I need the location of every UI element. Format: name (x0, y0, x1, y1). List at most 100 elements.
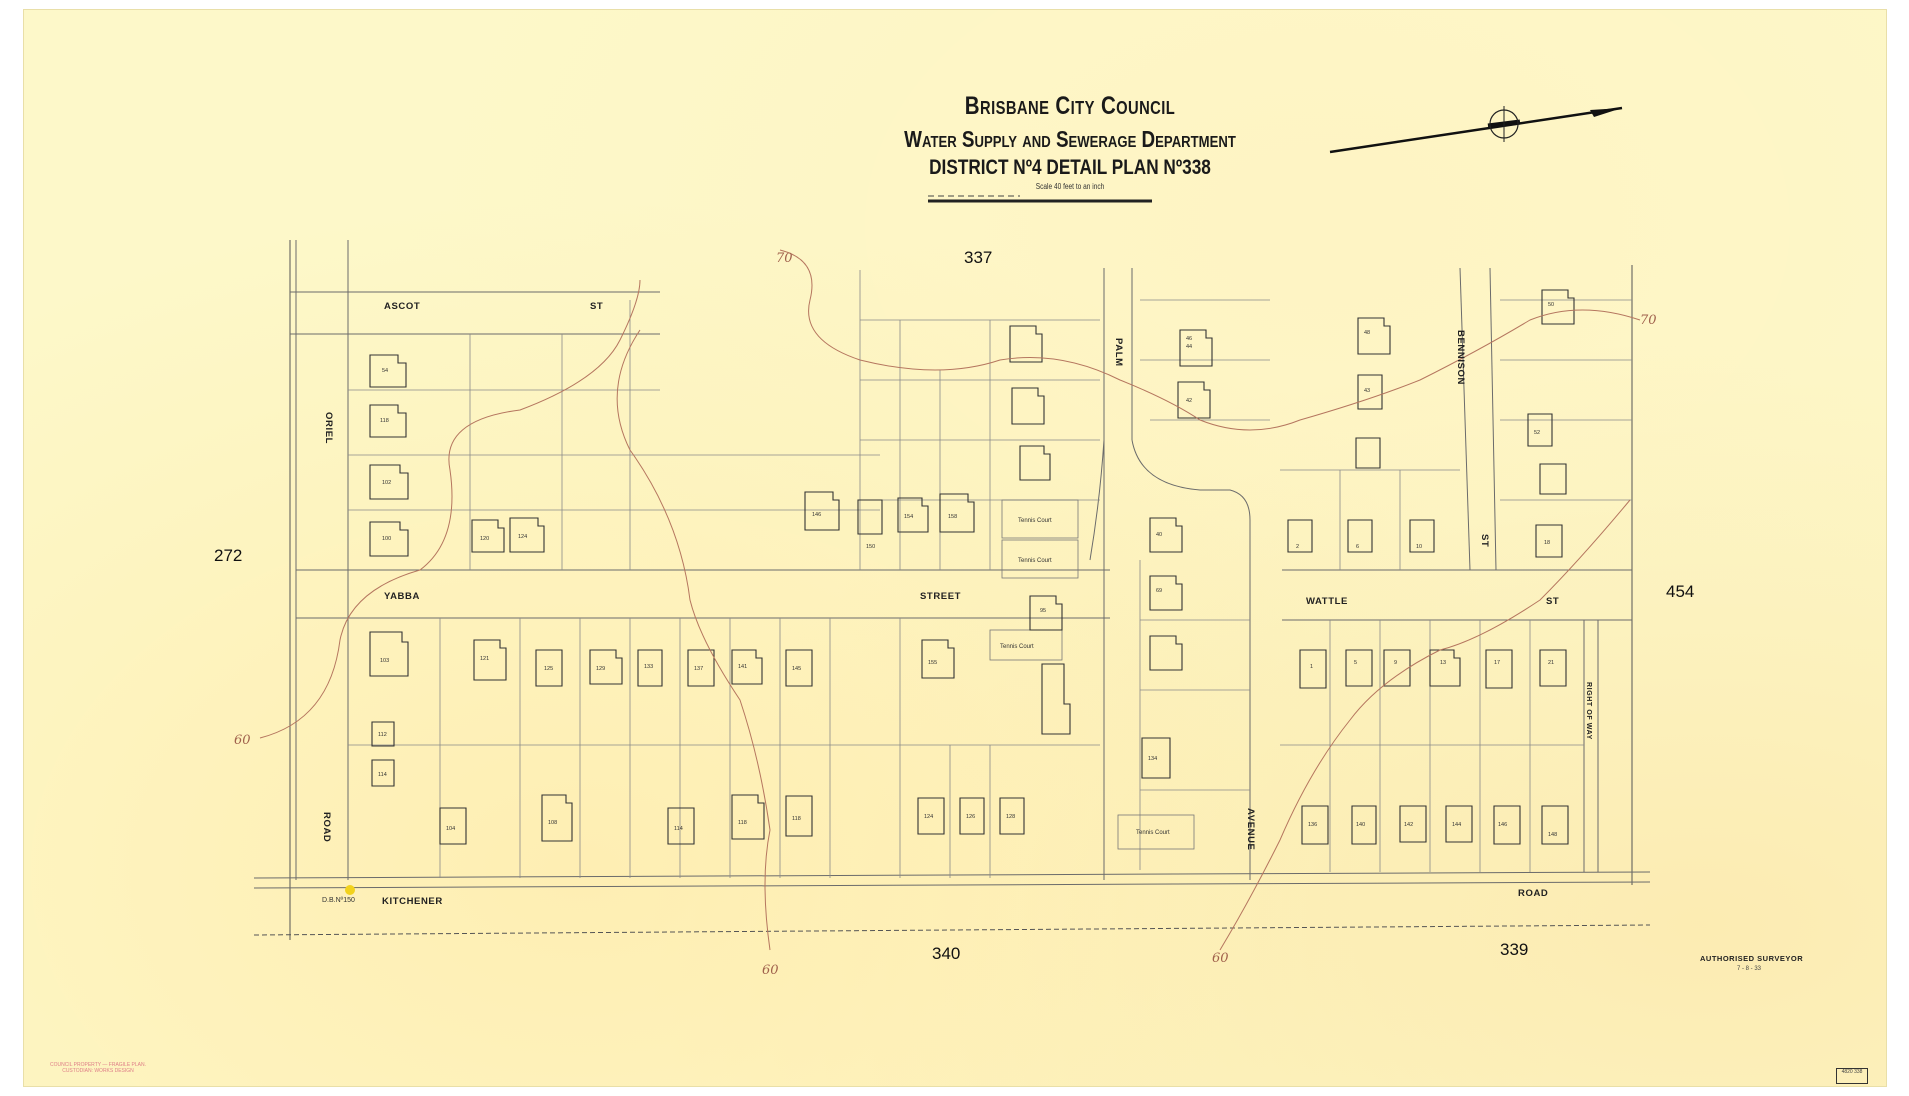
lot-number: 114 (674, 826, 683, 832)
title-block: Brisbane City Council Water Supply and S… (780, 0, 1360, 220)
lot-number: 43 (1364, 388, 1370, 394)
contour-label: 70 (776, 251, 793, 266)
lot-number: 95 (1040, 608, 1046, 614)
lot-number: 146 (812, 512, 821, 518)
lot-number: 140 (1356, 822, 1365, 828)
street-palm: PALM (1113, 338, 1124, 367)
lot-number: 142 (1404, 822, 1413, 828)
lot-number: 126 (966, 814, 975, 820)
lot-number: 128 (1006, 814, 1015, 820)
street-kitchener-road: ROAD (1518, 888, 1548, 899)
contour-lines (259, 249, 1641, 951)
street-kitchener: KITCHENER (382, 896, 443, 907)
lot-number: 69 (1156, 588, 1162, 594)
lot-number: 54 (382, 368, 388, 374)
lot-number: 120 (480, 536, 489, 542)
archive-stamp: COUNCIL PROPERTY — FRAGILE PLAN. CUSTODI… (49, 1062, 147, 1074)
scale-bar-icon (928, 195, 1152, 203)
map-sheet (24, 10, 1886, 1086)
lot-number: 118 (738, 820, 747, 826)
contour-labels: 70 70 60 60 60 (234, 251, 1657, 978)
drainage-marker-icon (345, 885, 355, 895)
council-title: Brisbane City Council (964, 92, 1176, 120)
lot-number: 134 (1148, 756, 1157, 762)
lot-number: 42 (1186, 398, 1192, 404)
street-oriel-road: ROAD (321, 812, 332, 842)
lot-number: 13 (1440, 660, 1446, 666)
street-ascot-st: ST (590, 301, 603, 312)
contour-label: 70 (1640, 313, 1657, 328)
lot-number: 154 (904, 514, 913, 520)
north-arrow-icon (1329, 106, 1623, 154)
street-lines (253, 240, 1651, 889)
adjacent-sheet-south-east: 339 (1500, 940, 1529, 959)
lot-number: 2 (1296, 544, 1299, 550)
adjacent-sheet-east: 454 (1666, 582, 1695, 601)
map-labels: Tennis Court Tennis Court Tennis Court T… (322, 518, 1170, 904)
street-palm-avenue: AVENUE (1245, 808, 1256, 851)
lot-number: 136 (1308, 822, 1317, 828)
lot-number: 21 (1548, 660, 1554, 666)
street-wattle-st: ST (1546, 596, 1559, 607)
lot-number: 145 (792, 666, 801, 672)
reference-box: 4820 338 (1836, 1068, 1868, 1084)
tennis-court-label: Tennis Court (1136, 830, 1170, 836)
adjacent-sheet-south: 340 (932, 944, 961, 963)
lot-number: 137 (694, 666, 703, 672)
street-names: ASCOT ST ORIEL ROAD YABBA STREET PALM AV… (321, 301, 1592, 907)
lot-number: 124 (924, 814, 933, 820)
lot-number: 108 (548, 820, 557, 826)
surveyor-label: AUTHORISED SURVEYOR (1700, 954, 1804, 963)
map-frame (253, 240, 1651, 940)
street-bennison-st: ST (1479, 534, 1490, 547)
lot-number: 148 (1548, 832, 1557, 838)
lot-number: 5 (1354, 660, 1357, 666)
department-title: Water Supply and Sewerage Department (904, 126, 1236, 152)
surveyor-date: 7 - 8 - 33 (1737, 966, 1762, 972)
lot-number: 141 (738, 664, 747, 670)
lot-number: 124 (518, 534, 527, 540)
tennis-court-label: Tennis Court (1018, 518, 1052, 524)
lot-number: 6 (1356, 544, 1359, 550)
street-yabba-street: STREET (920, 591, 961, 602)
lot-number: 129 (596, 666, 605, 672)
lot-number: 112 (378, 732, 387, 738)
lot-number: 144 (1452, 822, 1461, 828)
street-ascot: ASCOT (384, 301, 420, 312)
lot-number: 118 (380, 418, 389, 424)
contour-label: 60 (762, 963, 779, 978)
street-yabba: YABBA (384, 591, 420, 602)
contour-label: 60 (1212, 951, 1229, 966)
contour-label: 60 (234, 733, 251, 748)
lot-number: 1 (1310, 664, 1313, 670)
street-bennison: BENNISON (1455, 330, 1466, 385)
lot-number: 50 (1548, 302, 1554, 308)
lot-number: 9 (1394, 660, 1397, 666)
lot-number: 10 (1416, 544, 1422, 550)
lot-numbers: 54 118 102 100 120 124 146 150 154 158 4… (378, 302, 1557, 838)
lot-number: 46 (1186, 336, 1192, 342)
lot-number: 44 (1186, 344, 1192, 350)
street-wattle: WATTLE (1306, 596, 1348, 607)
lot-number: 118 (792, 816, 801, 822)
db-label: D.B.Nº150 (322, 897, 355, 904)
street-right-of-way: RIGHT OF WAY (1585, 682, 1592, 740)
lot-number: 158 (948, 514, 957, 520)
tennis-court-label: Tennis Court (1018, 558, 1052, 564)
lot-number: 125 (544, 666, 553, 672)
tennis-courts (989, 499, 1195, 850)
lot-number: 150 (866, 544, 875, 550)
lot-number: 104 (446, 826, 455, 832)
lot-number: 100 (382, 536, 391, 542)
lot-number: 17 (1494, 660, 1500, 666)
lot-number: 48 (1364, 330, 1370, 336)
plan-title: DISTRICT Nº4 DETAIL PLAN Nº338 (929, 156, 1211, 179)
lot-number: 155 (928, 660, 937, 666)
lot-number: 103 (380, 658, 389, 664)
lot-number: 114 (378, 772, 387, 778)
adjacent-sheet-north: 337 (964, 248, 993, 267)
tennis-court-label: Tennis Court (1000, 644, 1034, 650)
adjacent-sheet-west: 272 (214, 546, 243, 565)
lot-number: 40 (1156, 532, 1162, 538)
